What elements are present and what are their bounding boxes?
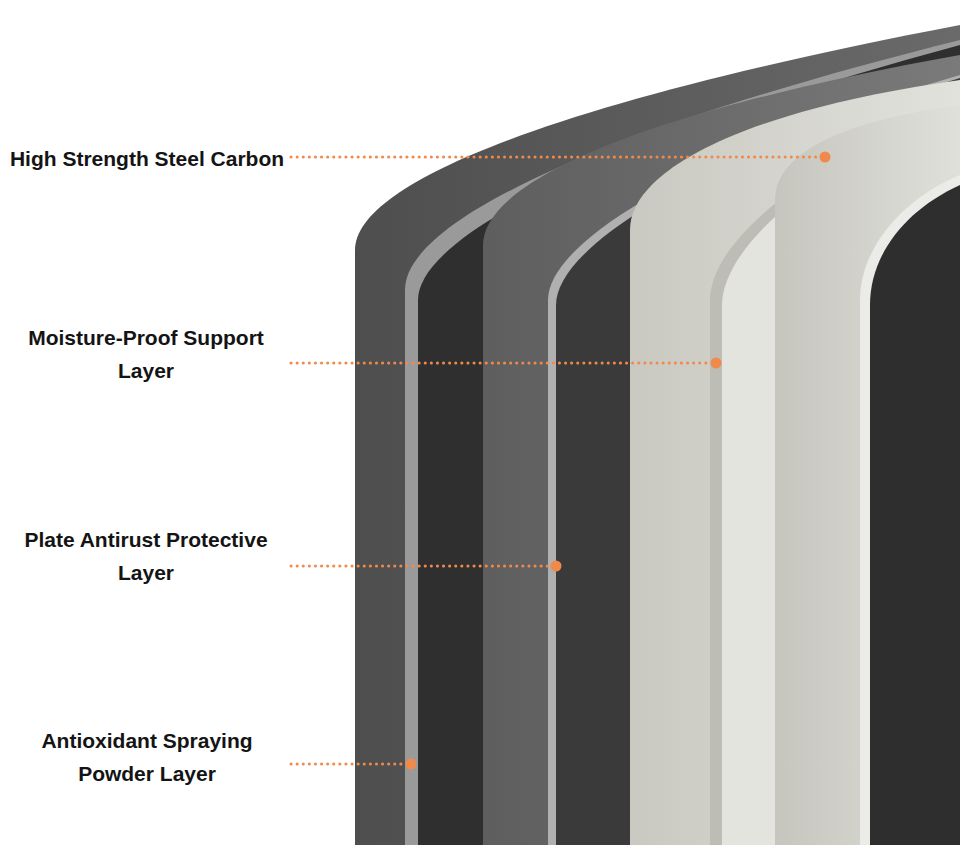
layer-label: Plate Antirust Protective Layer	[6, 523, 286, 589]
layer-label: Antioxidant Spraying Powder Layer	[7, 724, 287, 790]
layer-label: High Strength Steel Carbon	[7, 142, 287, 175]
support-layer	[483, 55, 960, 845]
layer-inner	[870, 185, 960, 845]
leader-line	[291, 565, 551, 568]
leader-dot	[820, 152, 831, 163]
leader-line	[291, 156, 820, 159]
steel-layer	[355, 25, 960, 845]
layer-edge	[548, 75, 960, 845]
antirust-layer	[630, 80, 960, 845]
layer-inner	[556, 78, 960, 845]
layer-inner	[418, 45, 960, 845]
layer-label: Moisture-Proof Support Layer	[6, 321, 286, 387]
leader-dot	[711, 358, 722, 369]
leader-dot	[551, 561, 562, 572]
leader-dot	[406, 759, 417, 770]
powder-layer	[775, 105, 960, 845]
leader-line	[291, 362, 711, 365]
layer-edge	[860, 175, 960, 845]
leader-line	[291, 763, 406, 766]
layer-edge	[405, 40, 960, 845]
